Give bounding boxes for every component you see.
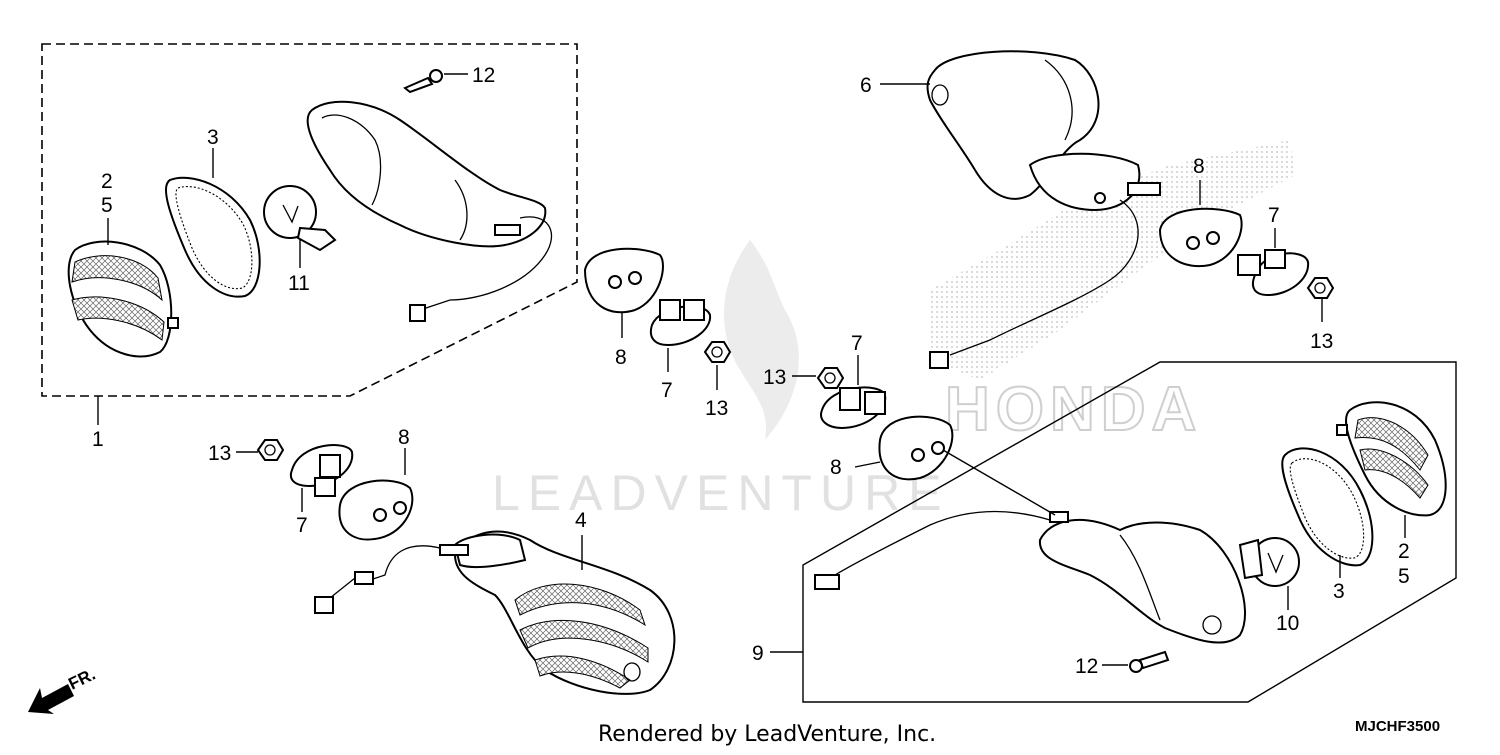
lens-part[interactable] [1336, 401, 1447, 517]
turn-signal-front-right[interactable] [814, 510, 1246, 644]
assembly-9-outline [802, 361, 1457, 703]
rubber-mount-part[interactable] [338, 479, 414, 541]
callout-13: 13 [1310, 330, 1333, 353]
callout-13: 13 [208, 442, 231, 465]
callout-5: 5 [1398, 565, 1410, 588]
front-direction-arrow: FR. [28, 665, 98, 714]
honda-watermark: HONDA [930, 140, 1295, 445]
callout-9: 9 [752, 642, 764, 665]
callout-3: 3 [207, 126, 219, 149]
rendered-by-footer: Rendered by LeadVenture, Inc. [598, 722, 936, 747]
callout-4: 4 [575, 509, 587, 532]
callout-12: 12 [1075, 655, 1098, 678]
callout-6: 6 [860, 74, 872, 97]
flame-logo-icon [723, 240, 799, 440]
callout-7: 7 [661, 379, 673, 402]
callout-8: 8 [830, 456, 842, 479]
callout-8: 8 [615, 346, 627, 369]
bulb-part[interactable] [1238, 537, 1300, 587]
callout-7: 7 [296, 514, 308, 537]
screw-part[interactable] [1129, 650, 1170, 673]
collar-part[interactable] [290, 444, 354, 497]
callout-5: 5 [101, 194, 113, 217]
gasket-part[interactable] [165, 176, 261, 298]
honda-brand-text: HONDA [945, 375, 1202, 444]
nut-part[interactable] [1306, 277, 1335, 299]
lens-part[interactable] [67, 240, 179, 358]
callout-11: 11 [288, 272, 310, 295]
diagram-code: MJCHF3500 [1355, 718, 1440, 735]
turn-signal-housing-rear-right[interactable] [926, 50, 1161, 369]
turn-signal-front-left[interactable] [314, 530, 676, 695]
nut-part[interactable] [256, 439, 285, 461]
gasket-part[interactable] [1281, 447, 1374, 567]
nut-part[interactable] [816, 367, 845, 389]
callout-10: 10 [1276, 612, 1299, 635]
callout-2: 2 [101, 170, 113, 193]
turn-signal-housing-rear-left[interactable] [306, 100, 553, 322]
collar-part[interactable] [649, 299, 712, 347]
callout-8: 8 [1193, 155, 1205, 178]
callout-labels: 1 2 5 3 11 12 6 8 7 13 8 7 13 7 13 8 13 … [92, 64, 1410, 678]
callout-1: 1 [92, 428, 104, 451]
rubber-mount-part[interactable] [878, 415, 954, 481]
callout-8: 8 [398, 426, 410, 449]
callout-7: 7 [1268, 204, 1280, 227]
callout-3: 3 [1333, 580, 1345, 603]
rubber-mount-part[interactable] [1158, 207, 1243, 267]
callout-7: 7 [851, 332, 863, 355]
callout-12: 12 [472, 64, 495, 87]
bulb-part[interactable] [263, 185, 337, 252]
rubber-mount-part[interactable] [583, 247, 664, 314]
screw-part[interactable] [403, 69, 443, 94]
callout-2: 2 [1398, 540, 1410, 563]
assembly-1-outline [41, 43, 578, 397]
arrow-icon [28, 684, 74, 714]
collar-part[interactable] [820, 386, 887, 430]
collar-part[interactable] [1237, 249, 1310, 297]
watermark-text: LEADVENTURE [492, 465, 950, 521]
nut-part[interactable] [703, 341, 732, 363]
leadventure-watermark: LEADVENTURE [492, 240, 950, 521]
callout-13: 13 [763, 366, 786, 389]
callout-13: 13 [705, 397, 728, 420]
